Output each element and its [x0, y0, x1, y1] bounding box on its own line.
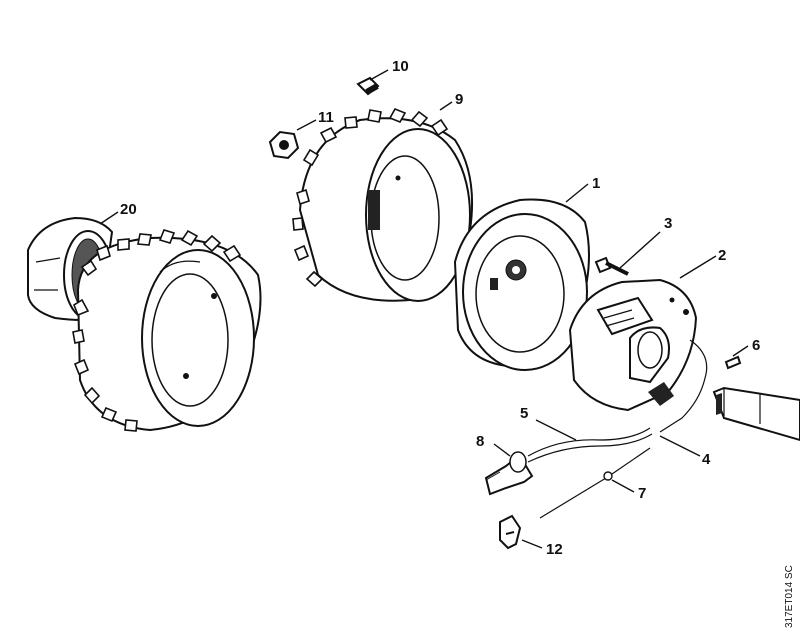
part-5-ignition-lead [527, 427, 653, 463]
callout-4: 4 [702, 451, 711, 468]
callout-20: 20 [120, 201, 137, 218]
callout-labels: 1 2 3 4 5 6 7 8 9 10 11 12 20 [120, 58, 760, 558]
callout-8: 8 [476, 433, 484, 450]
part-7-short-circuit-wire [539, 447, 651, 519]
part-10-screw [356, 76, 380, 96]
part-1-flywheel [453, 198, 590, 371]
part-12-screw [499, 514, 522, 550]
finned-drum-left [72, 229, 262, 432]
callout-10: 10 [392, 58, 409, 75]
part-3-screw [594, 256, 629, 276]
callout-5: 5 [520, 405, 528, 422]
callout-3: 3 [664, 215, 672, 232]
callout-2: 2 [718, 247, 726, 264]
callout-7: 7 [638, 485, 646, 502]
part-8-spark-plug-boot [484, 451, 534, 496]
callout-11: 11 [318, 109, 334, 126]
part-6-key [724, 355, 742, 370]
part-11-nut [268, 130, 300, 160]
wire-loop [659, 339, 708, 433]
part-9-finned-drum [292, 107, 474, 302]
callout-6: 6 [752, 337, 760, 354]
callout-12: 12 [546, 541, 563, 558]
drawing-code: 317ET014 SC [784, 565, 795, 628]
part-2-ignition-module [568, 278, 698, 412]
leader-lines [99, 69, 749, 549]
crankshaft-end [712, 386, 800, 442]
callout-9: 9 [455, 91, 463, 108]
callout-1: 1 [592, 175, 600, 192]
